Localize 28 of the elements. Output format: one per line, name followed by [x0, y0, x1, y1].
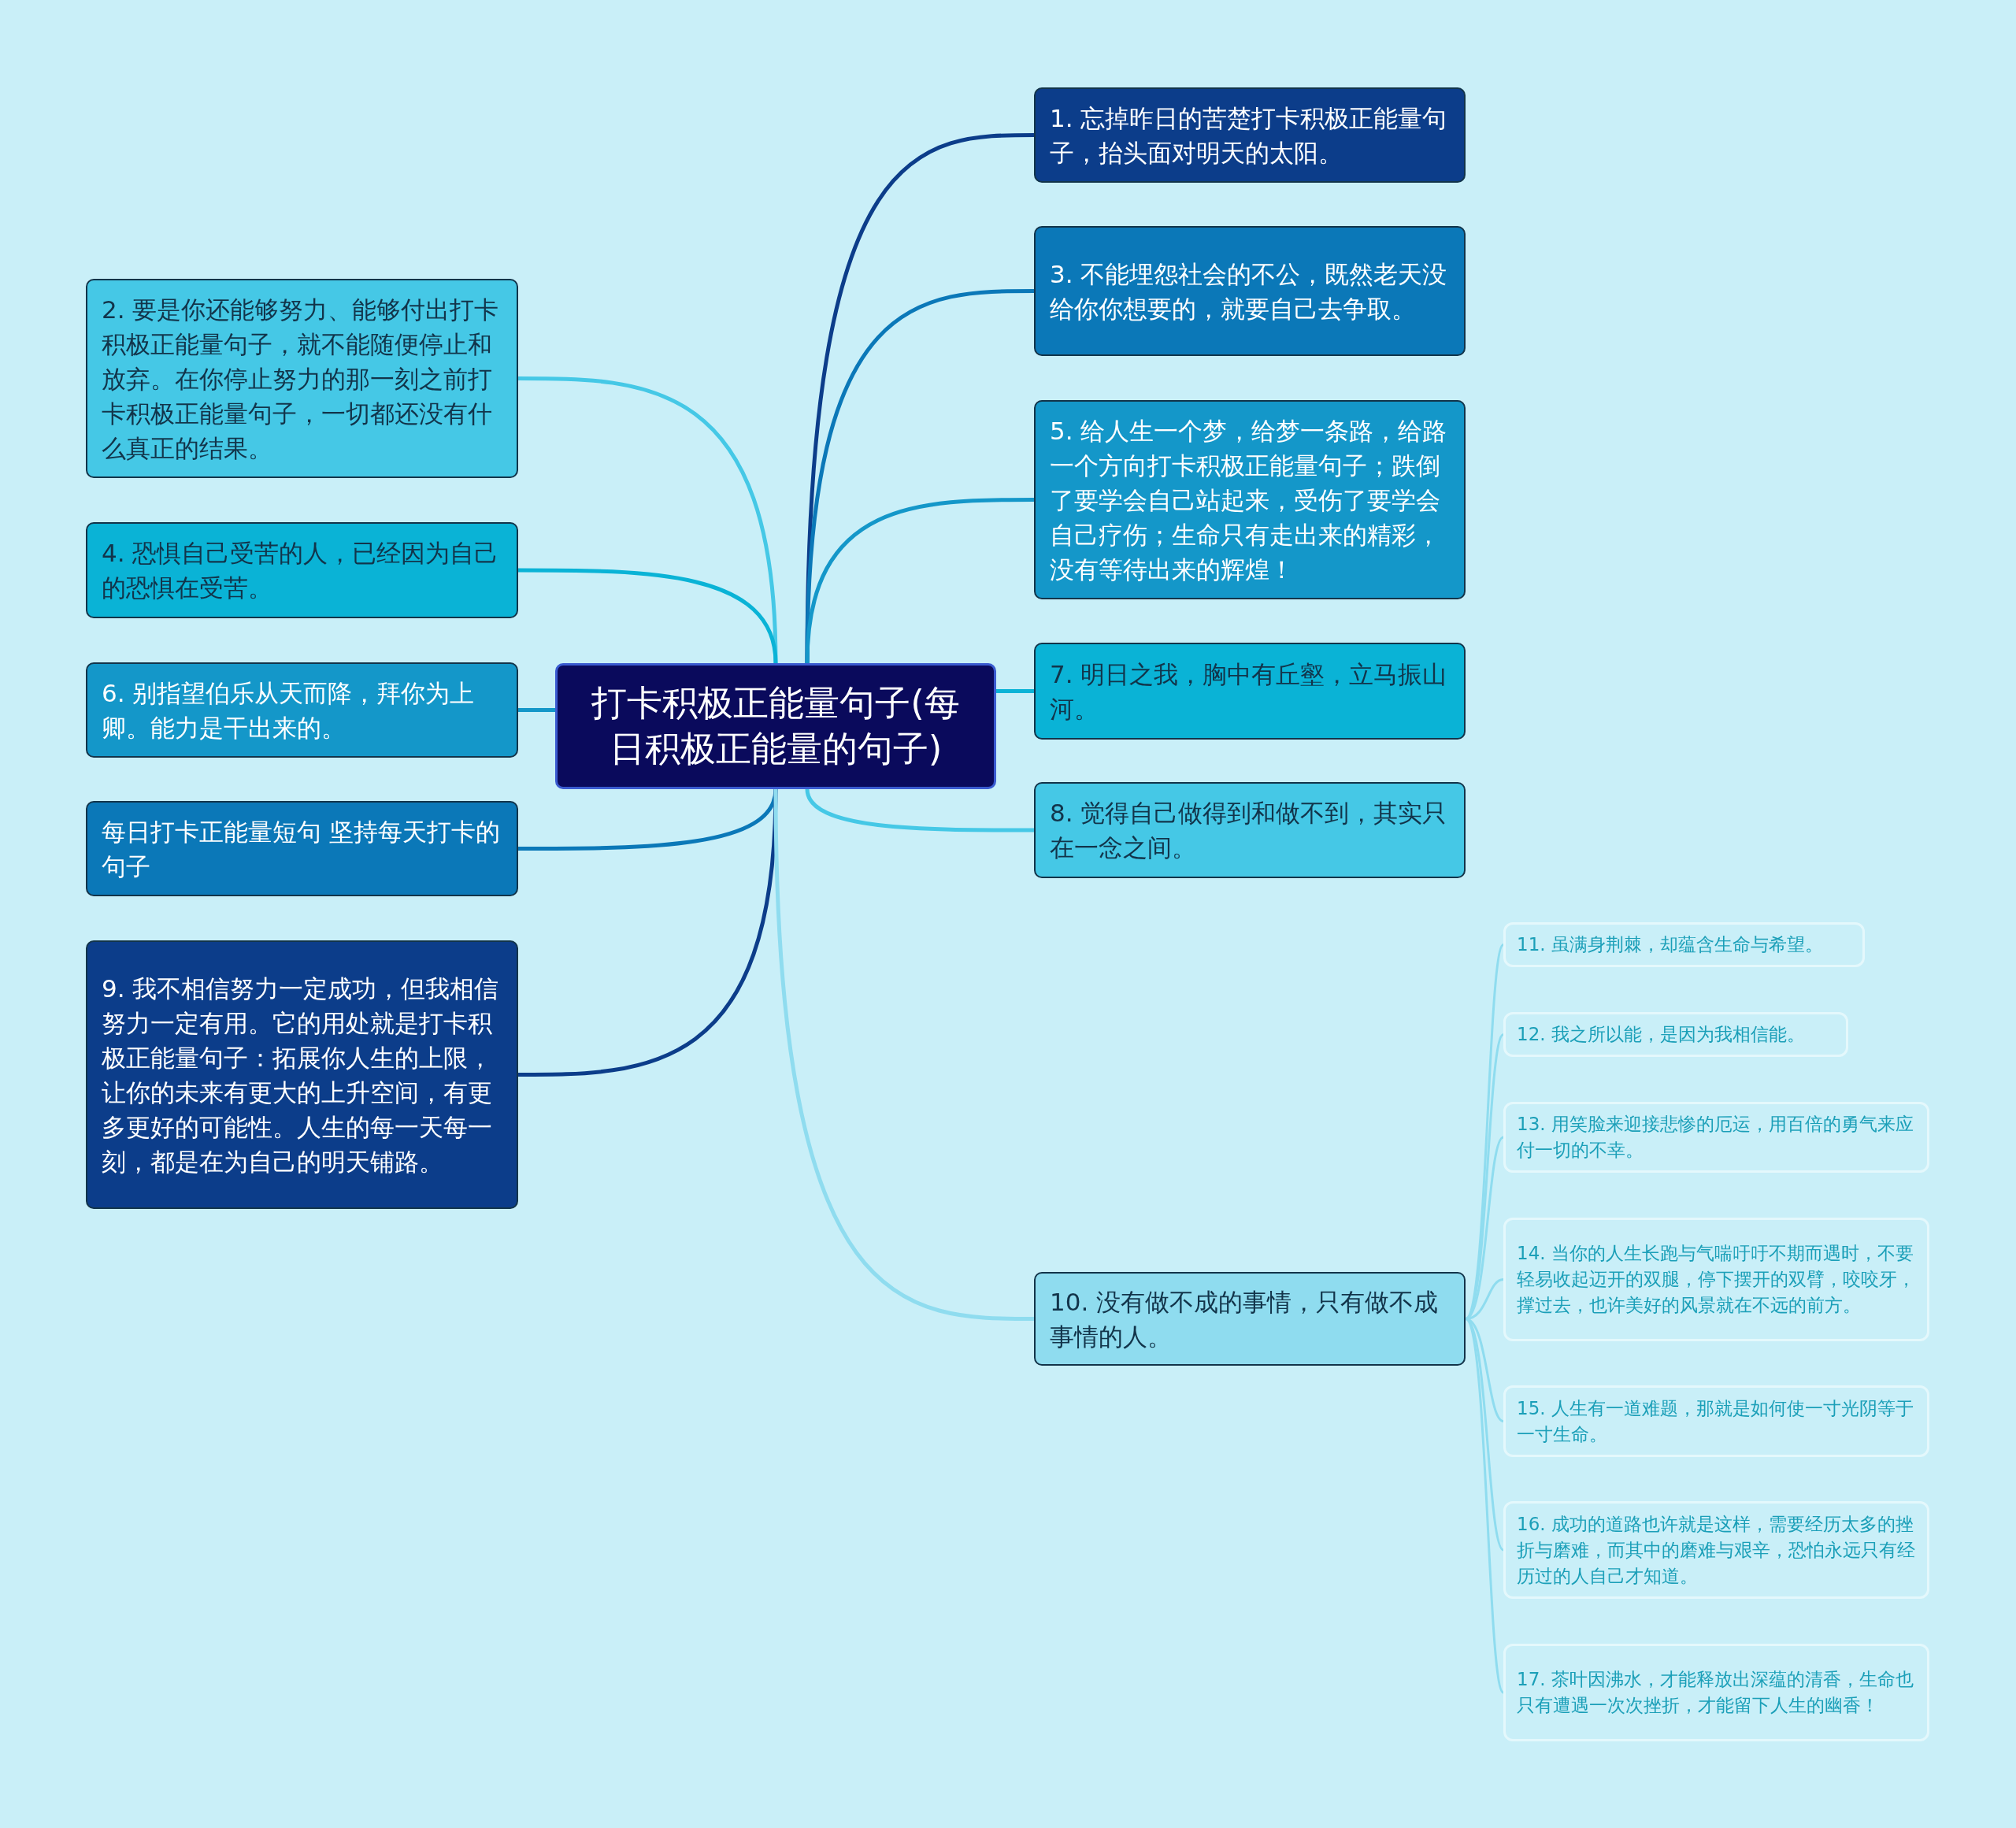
topic-box: 3. 不能埋怨社会的不公，既然老天没给你你想要的，就要自己去争取。: [1034, 226, 1466, 356]
subtopic-box: 12. 我之所以能，是因为我相信能。: [1503, 1012, 1848, 1057]
subtopic-box: 13. 用笑脸来迎接悲惨的厄运，用百倍的勇气来应付一切的不幸。: [1503, 1102, 1929, 1173]
connector-line: [805, 788, 1034, 832]
connector-line: [1464, 1318, 1505, 1693]
connector-line: [518, 568, 778, 664]
topic-box: 10. 没有做不成的事情，只有做不成事情的人。: [1034, 1272, 1466, 1366]
connector-line: [773, 788, 1035, 1321]
topic-box: 5. 给人生一个梦，给梦一条路，给路一个方向打卡积极正能量句子；跌倒了要学会自己站起来，受伤了要学会自己疗伤；生命只有走出来的精彩，没有等待出来的辉煌！: [1034, 400, 1466, 599]
connector-line: [996, 689, 1034, 693]
connector-line: [1464, 1033, 1505, 1320]
connector-line: [805, 498, 1034, 664]
topic-box: 7. 明日之我，胸中有丘壑，立马振山河。: [1034, 643, 1466, 740]
connector-line: [805, 289, 1034, 664]
subtopic-box: 17. 茶叶因沸水，才能释放出深蕴的清香，生命也只有遭遇一次次挫折，才能留下人生的幽香！: [1503, 1644, 1929, 1741]
connector-line: [518, 708, 555, 712]
topic-box: 8. 觉得自己做得到和做不到，其实只在一念之间。: [1034, 782, 1466, 878]
subtopic-box: 11. 虽满身荆棘，却蕴含生命与希望。: [1503, 922, 1865, 967]
central-topic-box: 打卡积极正能量句子(每日积极正能量的句子): [555, 663, 996, 789]
subtopic-box: 16. 成功的道路也许就是这样，需要经历太多的挫折与磨难，而其中的磨难与艰辛，恐怕永远只有经历过的人自己才知道。: [1503, 1501, 1929, 1599]
topic-box: 每日打卡正能量短句 坚持每天打卡的句子: [86, 801, 518, 896]
topic-box: 9. 我不相信努力一定成功，但我相信努力一定有用。它的用处就是打卡积极正能量句子：拓展你人生的上限，让你的未来有更大的上升空间，有更多更好的可能性。人生的每一天每一刻，都是在为自己的明天铺路。: [86, 940, 518, 1209]
subtopic-box: 14. 当你的人生长跑与气喘吁吁不期而遇时，不要轻易收起迈开的双腿，停下摆开的双臂，咬咬牙，撑过去，也许美好的风景就在不远的前方。: [1503, 1218, 1929, 1341]
subtopic-box: 15. 人生有一道难题，那就是如何使一寸光阴等于一寸生命。: [1503, 1385, 1929, 1457]
topic-box: 2. 要是你还能够努力、能够付出打卡积极正能量句子，就不能随便停止和放弃。在你停止努力的那一刻之前打卡积极正能量句子，一切都还没有什么真正的结果。: [86, 279, 518, 478]
topic-box: 4. 恐惧自己受苦的人，已经因为自己的恐惧在受苦。: [86, 522, 518, 618]
topic-box: 1. 忘掉昨日的苦楚打卡积极正能量句子，抬头面对明天的太阳。: [1034, 87, 1466, 183]
topic-box: 6. 别指望伯乐从天而降，拜你为上卿。能力是干出来的。: [86, 662, 518, 758]
